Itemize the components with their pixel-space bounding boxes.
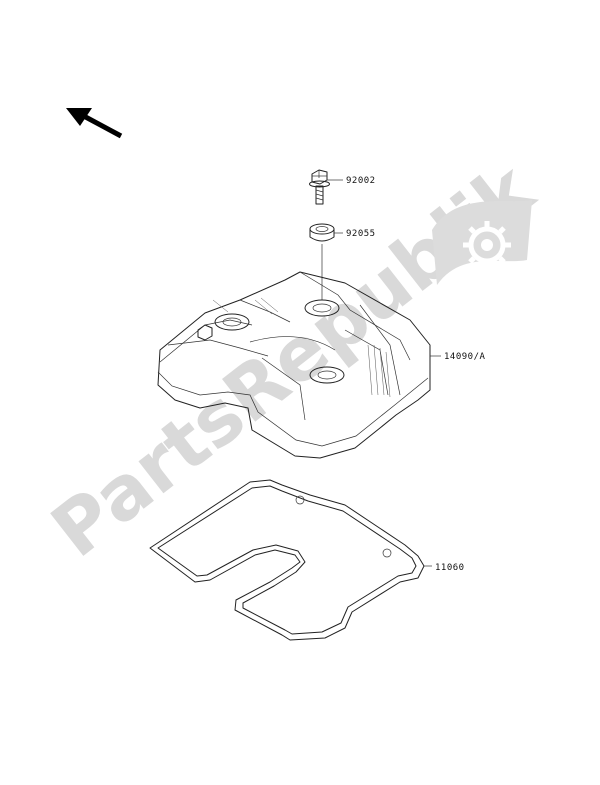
gasket-11060 xyxy=(149,479,432,641)
gear-icon xyxy=(432,200,532,285)
grommet-92055 xyxy=(309,223,343,300)
part-label-92055: 92055 xyxy=(346,229,376,239)
part-label-14090a: 14090/A xyxy=(444,352,486,362)
part-label-92002: 92002 xyxy=(346,176,376,186)
bolt-92002 xyxy=(309,169,343,205)
cylinder-head-cover-14090a xyxy=(157,271,441,459)
arrow-up-left-icon xyxy=(66,108,123,139)
part-label-11060: 11060 xyxy=(435,563,465,573)
